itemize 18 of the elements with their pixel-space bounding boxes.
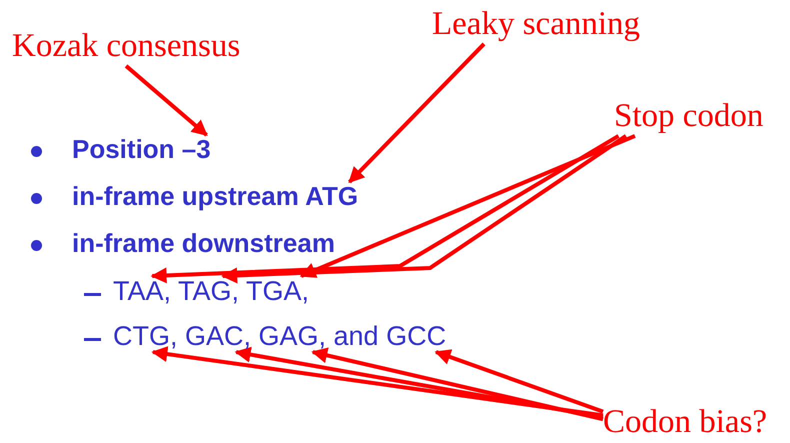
callout-label: Leaky scanning <box>432 6 640 44</box>
arrow <box>151 346 604 418</box>
arrow <box>150 134 620 284</box>
arrow <box>434 349 604 414</box>
bullet-text: Position –3 <box>72 135 211 165</box>
arrow <box>348 42 486 184</box>
sub-bullet-text: TAA, TAG, TGA, <box>113 276 310 308</box>
arrow <box>300 134 636 278</box>
arrow <box>124 64 208 137</box>
arrow <box>311 348 604 422</box>
callout-label: Stop codon <box>614 98 764 136</box>
callout-label: Codon bias? <box>603 404 768 442</box>
bullet-text: in-frame upstream ATG <box>72 182 358 212</box>
arrow <box>221 134 628 284</box>
arrow <box>234 346 604 420</box>
bullet-text: in-frame downstream <box>72 229 335 259</box>
callout-label: Kozak consensus <box>12 28 240 66</box>
sub-bullet-text: CTG, GAC, GAG, and GCC <box>113 321 446 352</box>
